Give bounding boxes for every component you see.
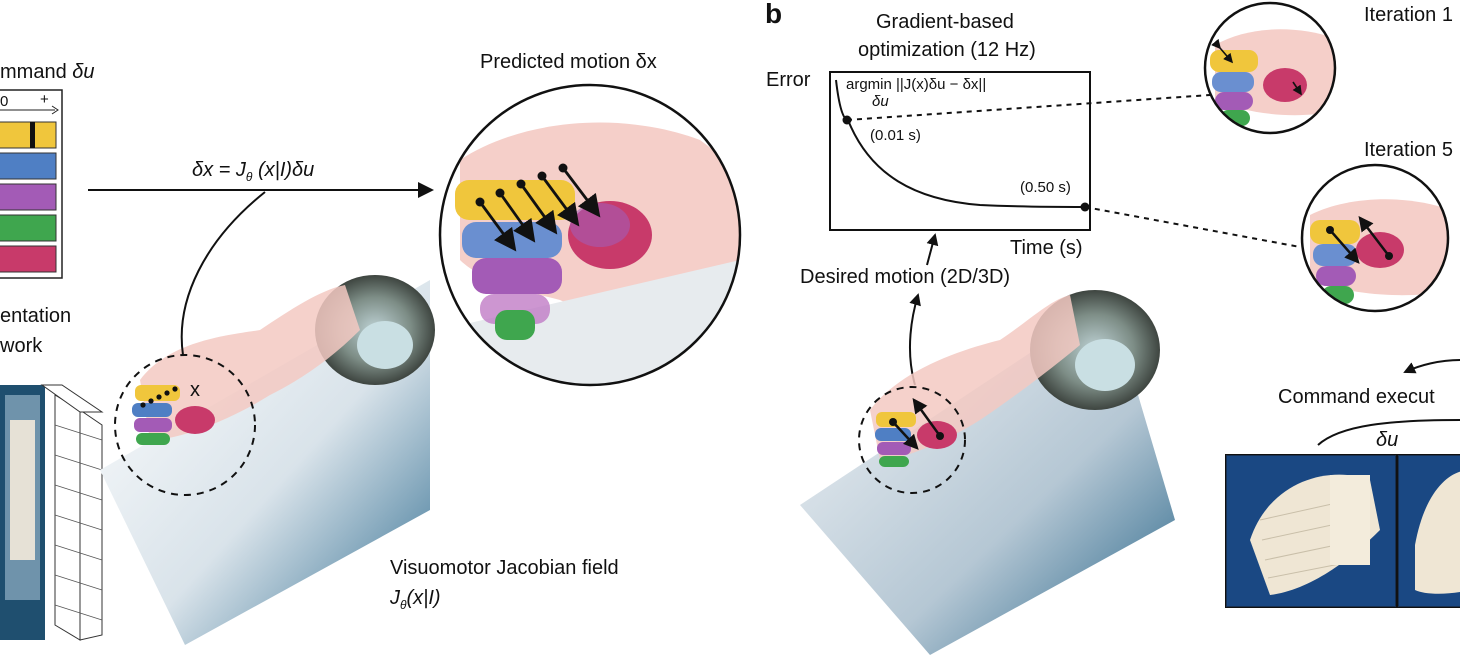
- time-axis-label: Time (s): [1010, 237, 1083, 259]
- iteration5-circle: [1300, 163, 1450, 313]
- predicted-vectors: [478, 167, 601, 252]
- predicted-zoom-circle: [438, 83, 742, 387]
- predicted-zoom-image: [440, 85, 740, 385]
- dashed-link-iter1: [846, 94, 1211, 121]
- point-selection-circle: [114, 354, 256, 496]
- desired-vectors: [892, 397, 942, 450]
- error-axis-label: Error: [766, 69, 811, 91]
- panel-letter-b: b: [765, 0, 783, 29]
- point-x-label: x: [190, 379, 200, 401]
- jacobian-equation: δx = Jθ (x|I)δu: [192, 159, 315, 184]
- time-0.50-label: (0.50 s): [1020, 179, 1071, 196]
- desired-selection-circle: [858, 386, 966, 494]
- segmentation-label-line1: entation: [0, 305, 72, 327]
- segmentation-label-line2: work: [0, 335, 43, 357]
- command-execution-label: Command execut: [1278, 386, 1435, 408]
- execution-symbol: δu: [1376, 429, 1399, 451]
- command-slider-panel: [0, 89, 63, 279]
- iteration5-label: Iteration 5: [1364, 139, 1453, 161]
- iteration1-image: [1205, 3, 1335, 133]
- command-bar-blue: [0, 152, 57, 180]
- command-bar-purple: [0, 183, 57, 211]
- hand-a: [140, 285, 360, 440]
- execution-arc: [1317, 419, 1460, 446]
- execution-photo-1: [1225, 454, 1397, 608]
- iteration5-image: [1302, 165, 1448, 311]
- network-stack-icon: [0, 384, 104, 641]
- error-plot: [829, 71, 1091, 231]
- execution-arrow: [1403, 359, 1460, 374]
- dashed-link-iter5: [1084, 206, 1301, 248]
- predicted-motion-label: Predicted motion δx: [480, 51, 657, 73]
- connector-curve-a: [180, 191, 266, 356]
- iteration1-circle: [1203, 1, 1337, 135]
- field-title: Visuomotor Jacobian field: [390, 557, 619, 579]
- command-label: mmand δu: [0, 61, 95, 83]
- desired-motion-label: Desired motion (2D/3D): [800, 266, 1011, 288]
- command-bar-yellow: [0, 121, 57, 149]
- command-bar-red: [0, 245, 57, 273]
- time-0.01-label: (0.01 s): [870, 127, 921, 144]
- slider-zero-label: 0: [0, 93, 9, 110]
- argmin-subscript: δu: [872, 93, 889, 110]
- execution-photo-2: [1397, 454, 1460, 608]
- slider-plus-label: +: [40, 91, 49, 108]
- argmin-expression: argmin ||J(x)δu − δx||: [846, 76, 987, 93]
- hand-b: [870, 295, 1080, 460]
- command-bar-green: [0, 214, 57, 242]
- gradient-title-line1: Gradient-based: [876, 11, 1014, 33]
- iteration1-label: Iteration 1: [1364, 4, 1453, 26]
- field-formula: Jθ(x|I): [390, 587, 441, 612]
- gradient-title-line2: optimization (12 Hz): [858, 39, 1036, 61]
